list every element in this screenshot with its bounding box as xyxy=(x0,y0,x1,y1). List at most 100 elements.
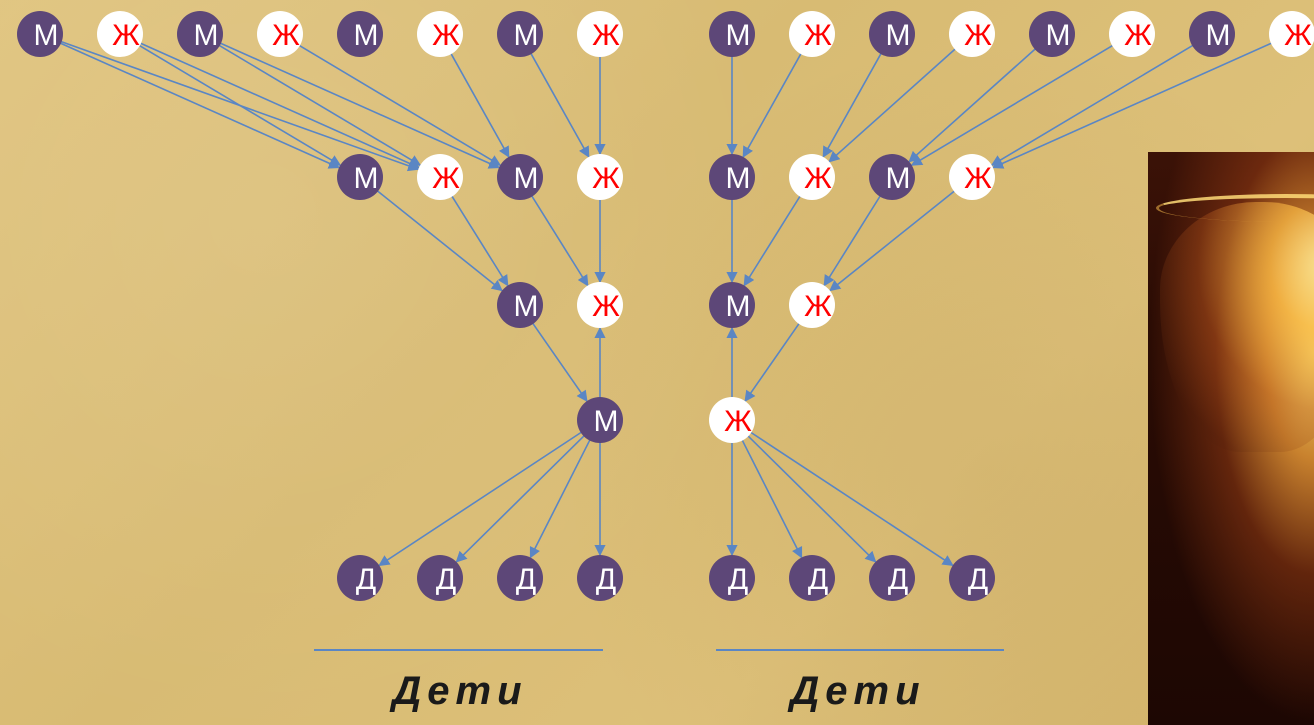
arrow-l2-to-lf1 xyxy=(138,41,421,169)
arrow-l1-to-lf1 xyxy=(59,40,420,172)
child-node-circle xyxy=(417,555,463,601)
child-node: Д xyxy=(337,555,383,601)
male-node-label: М xyxy=(886,162,911,195)
male-node-circle xyxy=(1189,11,1235,57)
male-node: М xyxy=(577,397,623,443)
female-node-circle xyxy=(257,11,303,57)
male-node: М xyxy=(497,154,543,200)
female-node-circle xyxy=(577,282,623,328)
female-node-label: Ж xyxy=(724,405,752,438)
arrow-lm1-to-lm3 xyxy=(375,189,503,292)
arrow-l6-to-lm2 xyxy=(449,51,510,158)
male-node: М xyxy=(177,11,223,57)
child-node-circle xyxy=(709,555,755,601)
male-node-circle xyxy=(709,154,755,200)
arrow-rf1-to-rm3 xyxy=(743,194,802,287)
female-node-label: Ж xyxy=(804,19,832,52)
male-node-label: М xyxy=(726,19,751,52)
female-node: Ж xyxy=(789,154,835,200)
arrow-r2-to-rm1 xyxy=(742,51,803,158)
male-node-circle xyxy=(869,154,915,200)
female-node-circle xyxy=(577,154,623,200)
female-node-label: Ж xyxy=(1284,19,1312,52)
male-node: М xyxy=(497,282,543,328)
female-node-label: Ж xyxy=(592,162,620,195)
male-node: М xyxy=(1029,11,1075,57)
female-node-circle xyxy=(1109,11,1155,57)
child-node: Д xyxy=(709,555,755,601)
female-node: Ж xyxy=(417,154,463,200)
male-node-circle xyxy=(709,282,755,328)
female-node-circle xyxy=(949,11,995,57)
child-node-circle xyxy=(577,555,623,601)
child-node: Д xyxy=(869,555,915,601)
female-node-circle xyxy=(577,11,623,57)
male-node-circle xyxy=(709,11,755,57)
female-node-circle xyxy=(97,11,143,57)
arrow-lm2-to-lf3 xyxy=(530,194,589,287)
male-node-label: М xyxy=(354,162,379,195)
arrow-l4-to-lm2 xyxy=(297,44,502,166)
female-node-circle xyxy=(417,154,463,200)
male-node-circle xyxy=(337,154,383,200)
female-node-label: Ж xyxy=(272,19,300,52)
male-node: М xyxy=(337,154,383,200)
right-children-label: Дети xyxy=(787,669,925,713)
arrow-r3-to-rf1 xyxy=(822,51,883,158)
child-node-label: Д xyxy=(888,563,908,596)
child-node-circle xyxy=(869,555,915,601)
arrow-lm4-to-lc1 xyxy=(378,430,583,567)
arrow-r5-to-rm2 xyxy=(908,47,1037,163)
child-node: Д xyxy=(949,555,995,601)
male-node-label: М xyxy=(194,19,219,52)
male-node: М xyxy=(17,11,63,57)
male-node-circle xyxy=(577,397,623,443)
male-node-label: М xyxy=(726,162,751,195)
male-node-circle xyxy=(177,11,223,57)
male-node: М xyxy=(497,11,543,57)
female-node-label: Ж xyxy=(432,162,460,195)
female-node: Ж xyxy=(417,11,463,57)
female-node: Ж xyxy=(709,397,755,443)
arrow-rf4-to-rc3 xyxy=(746,434,877,563)
arrow-rf3-to-rf4 xyxy=(744,321,801,403)
male-node-circle xyxy=(337,11,383,57)
arrow-l3-to-lf1 xyxy=(217,44,422,166)
male-node-label: М xyxy=(34,19,59,52)
male-node-label: М xyxy=(594,405,619,438)
child-node-label: Д xyxy=(356,563,376,596)
arrow-r4-to-rf1 xyxy=(828,47,957,163)
arrow-lf1-to-lm3 xyxy=(450,194,509,287)
arrow-rf4-to-rc2 xyxy=(740,438,803,559)
female-node-circle xyxy=(789,282,835,328)
male-node-circle xyxy=(497,11,543,57)
female-node: Ж xyxy=(1109,11,1155,57)
female-node: Ж xyxy=(789,282,835,328)
female-node: Ж xyxy=(577,11,623,57)
arrow-lm3-to-lm4 xyxy=(531,321,588,403)
male-node-label: М xyxy=(886,19,911,52)
male-node-circle xyxy=(497,282,543,328)
female-node: Ж xyxy=(1269,11,1314,57)
male-node: М xyxy=(1189,11,1235,57)
child-node-circle xyxy=(949,555,995,601)
female-node-label: Ж xyxy=(804,162,832,195)
male-node: М xyxy=(709,282,755,328)
child-node-label: Д xyxy=(968,563,988,596)
male-node-circle xyxy=(869,11,915,57)
male-node: М xyxy=(709,154,755,200)
male-node: М xyxy=(869,154,915,200)
child-node-circle xyxy=(497,555,543,601)
arrow-r6-to-rm2 xyxy=(910,44,1115,166)
female-node-circle xyxy=(417,11,463,57)
male-node: М xyxy=(709,11,755,57)
child-node: Д xyxy=(577,555,623,601)
male-node-label: М xyxy=(514,290,539,323)
female-node-circle xyxy=(789,11,835,57)
female-node: Ж xyxy=(949,154,995,200)
child-node: Д xyxy=(789,555,835,601)
child-node-label: Д xyxy=(596,563,616,596)
male-node-circle xyxy=(17,11,63,57)
